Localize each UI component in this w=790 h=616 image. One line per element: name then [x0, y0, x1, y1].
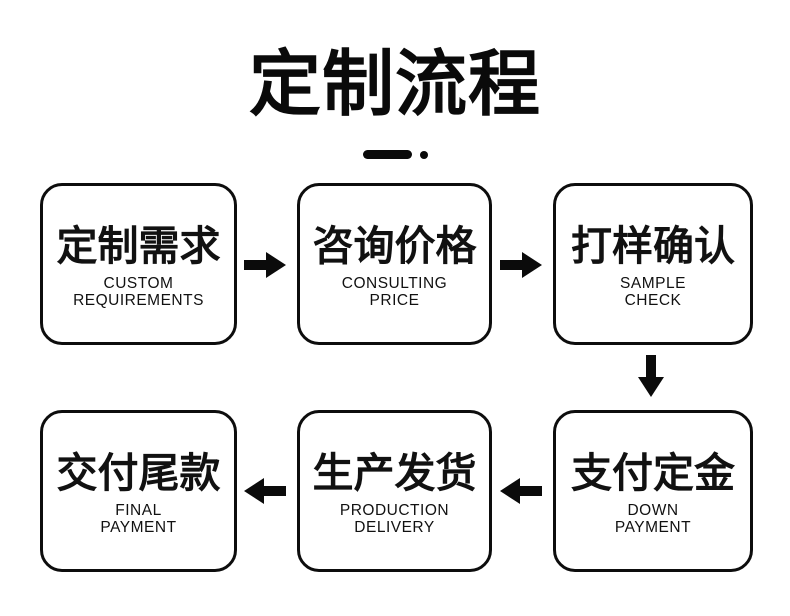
title-underline-dot — [420, 151, 428, 159]
page-title: 定制流程 — [248, 41, 541, 126]
step-subtitle-line1: CONSULTING — [341, 274, 448, 292]
arrow-left-icon — [244, 478, 286, 504]
step-subtitle-en: CUSTOM REQUIREMENTS — [73, 275, 204, 310]
step-4-down-payment: 支付定金 DOWN PAYMENT — [553, 410, 753, 572]
step-subtitle-line1: SAMPLE — [620, 274, 686, 292]
step-subtitle-en: PRODUCTION DELIVERY — [340, 502, 449, 537]
step-subtitle-en: SAMPLE CHECK — [620, 275, 686, 310]
step-subtitle-en: DOWN PAYMENT — [615, 502, 691, 537]
step-6-final-payment: 交付尾款 FINAL PAYMENT — [40, 410, 237, 572]
step-subtitle-en: FINAL PAYMENT — [100, 502, 176, 537]
step-subtitle-en: CONSULTING PRICE — [342, 275, 447, 310]
step-subtitle-line2: CHECK — [624, 292, 682, 310]
arrow-down-icon — [638, 355, 664, 397]
step-subtitle-line1: FINAL — [115, 501, 162, 519]
arrow-right-icon — [244, 252, 286, 278]
step-2-consulting-price: 咨询价格 CONSULTING PRICE — [297, 183, 492, 345]
step-subtitle-line2: REQUIREMENTS — [73, 292, 204, 310]
step-subtitle-line2: DELIVERY — [354, 519, 435, 537]
step-title-zh: 生产发货 — [312, 449, 477, 498]
step-subtitle-line1: DOWN — [627, 501, 679, 519]
step-5-production-delivery: 生产发货 PRODUCTION DELIVERY — [297, 410, 492, 572]
arrow-left-icon — [500, 478, 542, 504]
step-subtitle-line1: CUSTOM — [103, 274, 174, 292]
step-3-sample-check: 打样确认 SAMPLE CHECK — [553, 183, 753, 345]
step-title-zh: 咨询价格 — [312, 222, 477, 271]
step-title-zh: 交付尾款 — [56, 449, 221, 498]
step-title-zh: 打样确认 — [571, 222, 735, 271]
step-subtitle-line2: PAYMENT — [614, 519, 692, 537]
step-subtitle-line1: PRODUCTION — [339, 501, 450, 519]
step-title-zh: 支付定金 — [571, 449, 735, 498]
step-subtitle-line2: PAYMENT — [100, 519, 177, 537]
step-1-custom-requirements: 定制需求 CUSTOM REQUIREMENTS — [40, 183, 237, 345]
title-underline-dash — [363, 150, 412, 159]
step-title-zh: 定制需求 — [56, 222, 221, 271]
arrow-right-icon — [500, 252, 542, 278]
step-subtitle-line2: PRICE — [369, 292, 420, 310]
